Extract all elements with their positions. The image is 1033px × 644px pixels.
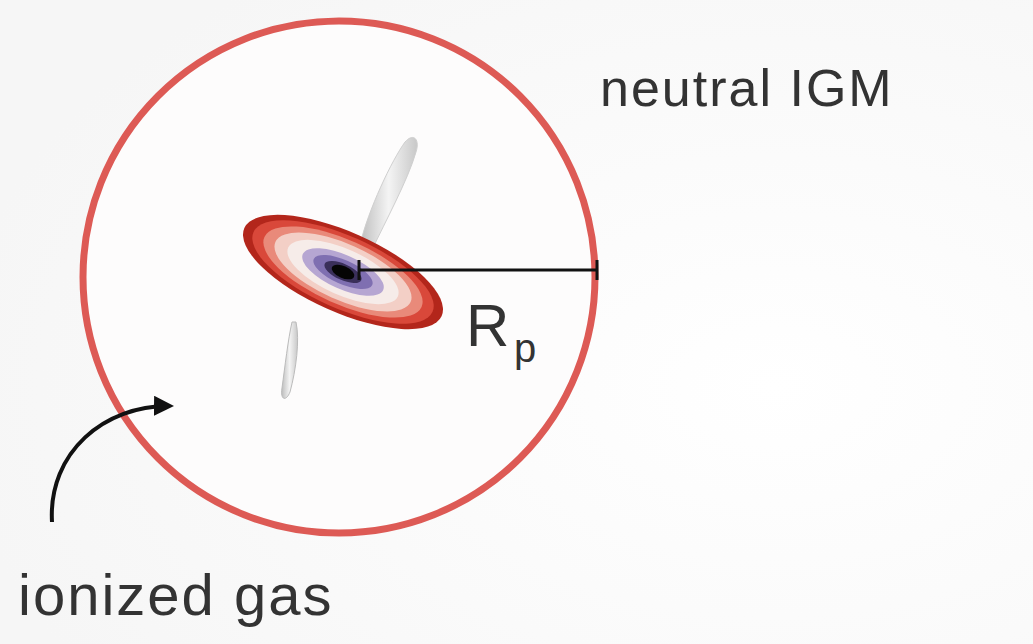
region-label: neutral IGM bbox=[600, 62, 894, 114]
radius-tick bbox=[358, 260, 361, 280]
region-label: ionized gas bbox=[18, 566, 333, 624]
jet bbox=[282, 322, 298, 398]
radius-symbol: p bbox=[514, 328, 536, 368]
radius-line bbox=[358, 269, 598, 272]
jet bbox=[360, 137, 417, 250]
accretion-disk bbox=[228, 192, 458, 353]
radius-tick bbox=[596, 260, 599, 280]
leader-arrow bbox=[52, 406, 170, 522]
radius-symbol: R bbox=[466, 296, 509, 356]
ionization-front bbox=[83, 21, 595, 533]
